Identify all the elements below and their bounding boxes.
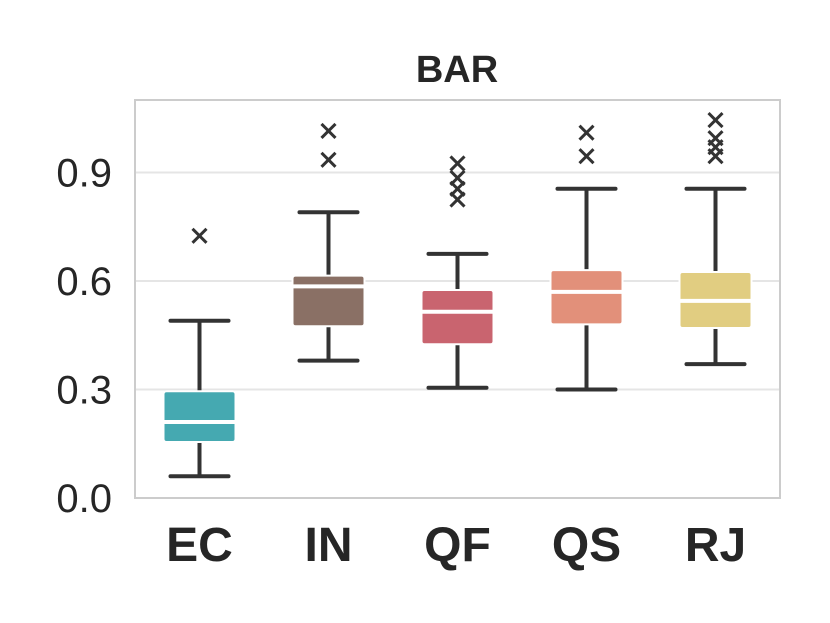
y-axis-tick-labels: 0.0 0.3 0.6 0.9 <box>56 151 112 521</box>
y-tick-label: 0.0 <box>56 477 112 521</box>
outlier-stroke <box>449 169 466 186</box>
iqr-box <box>162 390 237 443</box>
box-ec <box>162 227 237 479</box>
box-qf <box>420 155 495 390</box>
outlier-stroke <box>320 122 337 139</box>
outlier-stroke <box>578 148 595 165</box>
outlier-marker <box>578 124 595 141</box>
y-tick-label: 0.6 <box>56 260 112 304</box>
x-tick-label-qs: QS <box>552 519 621 572</box>
x-tick-label-ec: EC <box>166 519 233 572</box>
boxes-layer <box>162 111 753 479</box>
x-tick-label-qf: QF <box>424 519 491 572</box>
outlier-marker <box>320 122 337 139</box>
box-rj <box>678 111 753 367</box>
outlier-marker <box>707 111 724 129</box>
y-tick-label: 0.9 <box>56 151 112 195</box>
outlier-stroke <box>449 155 466 172</box>
y-tick-label: 0.3 <box>56 368 112 412</box>
outlier-marker <box>449 169 466 186</box>
x-tick-label-rj: RJ <box>685 519 746 572</box>
outlier-stroke <box>191 227 208 244</box>
outlier-marker <box>578 148 595 165</box>
box-qs <box>549 124 624 392</box>
x-axis-tick-labels: EC IN QF QS RJ <box>166 519 746 572</box>
chart-title: BAR <box>416 49 498 91</box>
outlier-marker <box>449 155 466 172</box>
outlier-marker <box>191 227 208 244</box>
plot-area-frame <box>134 99 781 499</box>
outlier-marker <box>320 151 337 168</box>
iqr-box <box>549 269 624 326</box>
outlier-stroke <box>707 111 724 129</box>
outlier-stroke <box>578 124 595 141</box>
box-in <box>291 122 366 363</box>
iqr-box <box>291 274 366 328</box>
outlier-marker <box>707 130 724 147</box>
iqr-box <box>420 289 495 346</box>
outlier-stroke <box>320 151 337 168</box>
x-tick-label-in: IN <box>305 519 353 572</box>
outlier-stroke <box>707 130 724 147</box>
